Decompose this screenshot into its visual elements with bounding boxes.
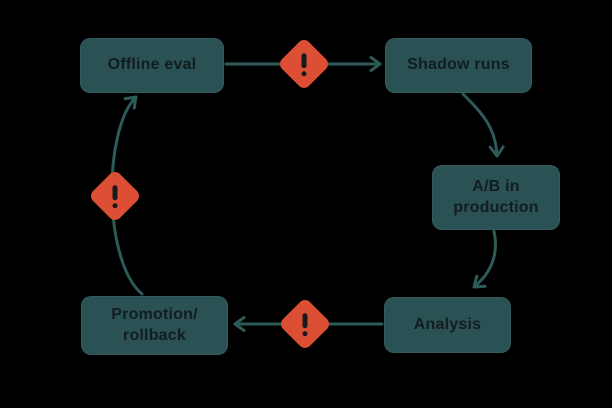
exclamation-icon (302, 312, 308, 336)
node-ab-in-production: A/B in production (432, 165, 560, 230)
node-analysis: Analysis (384, 297, 511, 353)
node-shadow-runs: Shadow runs (385, 38, 532, 93)
node-label: Analysis (413, 315, 482, 333)
node-label: A/B in production (453, 178, 539, 216)
node-label: Offline eval (107, 56, 197, 74)
exclamation-icon (301, 52, 307, 76)
edge-shadow-runs-to-ab-in-production (461, 92, 505, 158)
node-label: Shadow runs (407, 56, 510, 74)
node-label: Promotion/ rollback (111, 306, 198, 344)
edge-ab-in-production-to-analysis (472, 229, 497, 289)
node-offline-eval: Offline eval (80, 38, 224, 93)
exclamation-icon (112, 184, 118, 208)
node-promotion-rollback: Promotion/ rollback (81, 296, 228, 355)
